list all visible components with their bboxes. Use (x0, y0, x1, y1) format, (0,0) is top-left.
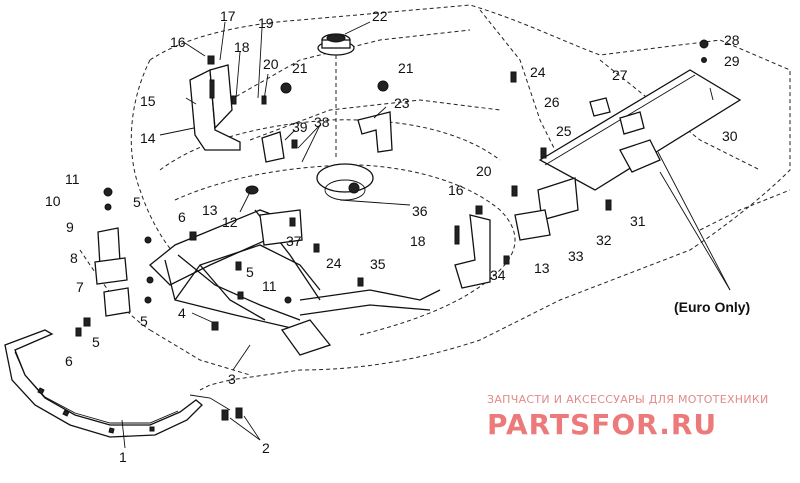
callout-31: 31 (630, 213, 646, 229)
callout-27: 27 (612, 67, 628, 83)
callout-29: 29 (724, 53, 740, 69)
callout-39: 39 (292, 119, 308, 135)
tank-strap-bracket (291, 80, 393, 153)
callout-14: 14 (140, 130, 156, 146)
callout-13b: 13 (534, 260, 550, 276)
callout-11a: 11 (65, 171, 80, 187)
callout-23: 23 (394, 95, 410, 111)
leader-lines (121, 21, 731, 449)
watermark-tagline: ЗАПЧАСТИ И АКСЕССУАРЫ ДЛЯ МОТОТЕХНИКИ (487, 393, 769, 406)
callout-5c: 5 (140, 313, 148, 329)
callout-6b: 6 (178, 209, 186, 225)
callout-28: 28 (724, 32, 740, 48)
callout-4: 4 (178, 305, 186, 321)
front-bumper (4, 329, 243, 438)
callout-18a: 18 (234, 39, 250, 55)
fuel-cap (316, 33, 374, 201)
callout-labels: 1 2 3 4 5 5 5 5 6 6 7 8 9 10 11 11 12 13… (45, 8, 750, 465)
callout-6a: 6 (65, 353, 73, 369)
callout-11b: 11 (262, 278, 277, 294)
callout-16b: 16 (448, 182, 464, 198)
callout-7: 7 (76, 279, 84, 295)
hardware (235, 185, 364, 287)
watermark: ЗАПЧАСТИ И АКСЕССУАРЫ ДЛЯ МОТОТЕХНИКИ PA… (487, 393, 769, 441)
callout-35: 35 (370, 256, 386, 272)
callout-34: 34 (490, 267, 506, 283)
callout-5d: 5 (246, 264, 254, 280)
callout-26: 26 (544, 94, 560, 110)
callout-9: 9 (66, 219, 74, 235)
callout-25: 25 (556, 123, 572, 139)
callout-24b: 24 (326, 255, 342, 271)
side-shroud (503, 39, 742, 265)
left-bracket-assembly (75, 187, 154, 337)
euro-only-note: (Euro Only) (674, 299, 750, 315)
callout-8: 8 (70, 250, 78, 266)
callout-36: 36 (412, 203, 428, 219)
callout-20b: 20 (476, 163, 492, 179)
callout-38: 38 (314, 114, 330, 130)
callout-30: 30 (722, 128, 738, 144)
callout-18b: 18 (410, 233, 426, 249)
callout-17: 17 (220, 8, 236, 24)
callout-19: 19 (258, 15, 274, 31)
hood-bracket (454, 205, 491, 289)
callout-20a: 20 (263, 56, 279, 72)
hood-outline (79, 4, 791, 391)
watermark-brand: PARTSFOR.RU (487, 408, 717, 441)
callout-37: 37 (286, 233, 302, 249)
callout-10: 10 (45, 193, 61, 209)
callout-13a: 13 (202, 202, 218, 218)
callout-21b: 21 (398, 60, 414, 76)
callout-32: 32 (596, 232, 612, 248)
callout-1: 1 (119, 449, 127, 465)
callout-24a: 24 (530, 64, 546, 80)
steering-bracket (189, 55, 292, 163)
callout-16a: 16 (170, 34, 186, 50)
callout-15: 15 (140, 93, 156, 109)
callout-5b: 5 (92, 334, 100, 350)
callout-33: 33 (568, 248, 584, 264)
callout-2: 2 (262, 440, 270, 456)
front-frame (149, 209, 441, 356)
callout-3: 3 (228, 371, 236, 387)
callout-12: 12 (222, 214, 238, 230)
callout-5a: 5 (133, 194, 141, 210)
callout-21a: 21 (292, 60, 308, 76)
callout-22: 22 (372, 8, 388, 24)
